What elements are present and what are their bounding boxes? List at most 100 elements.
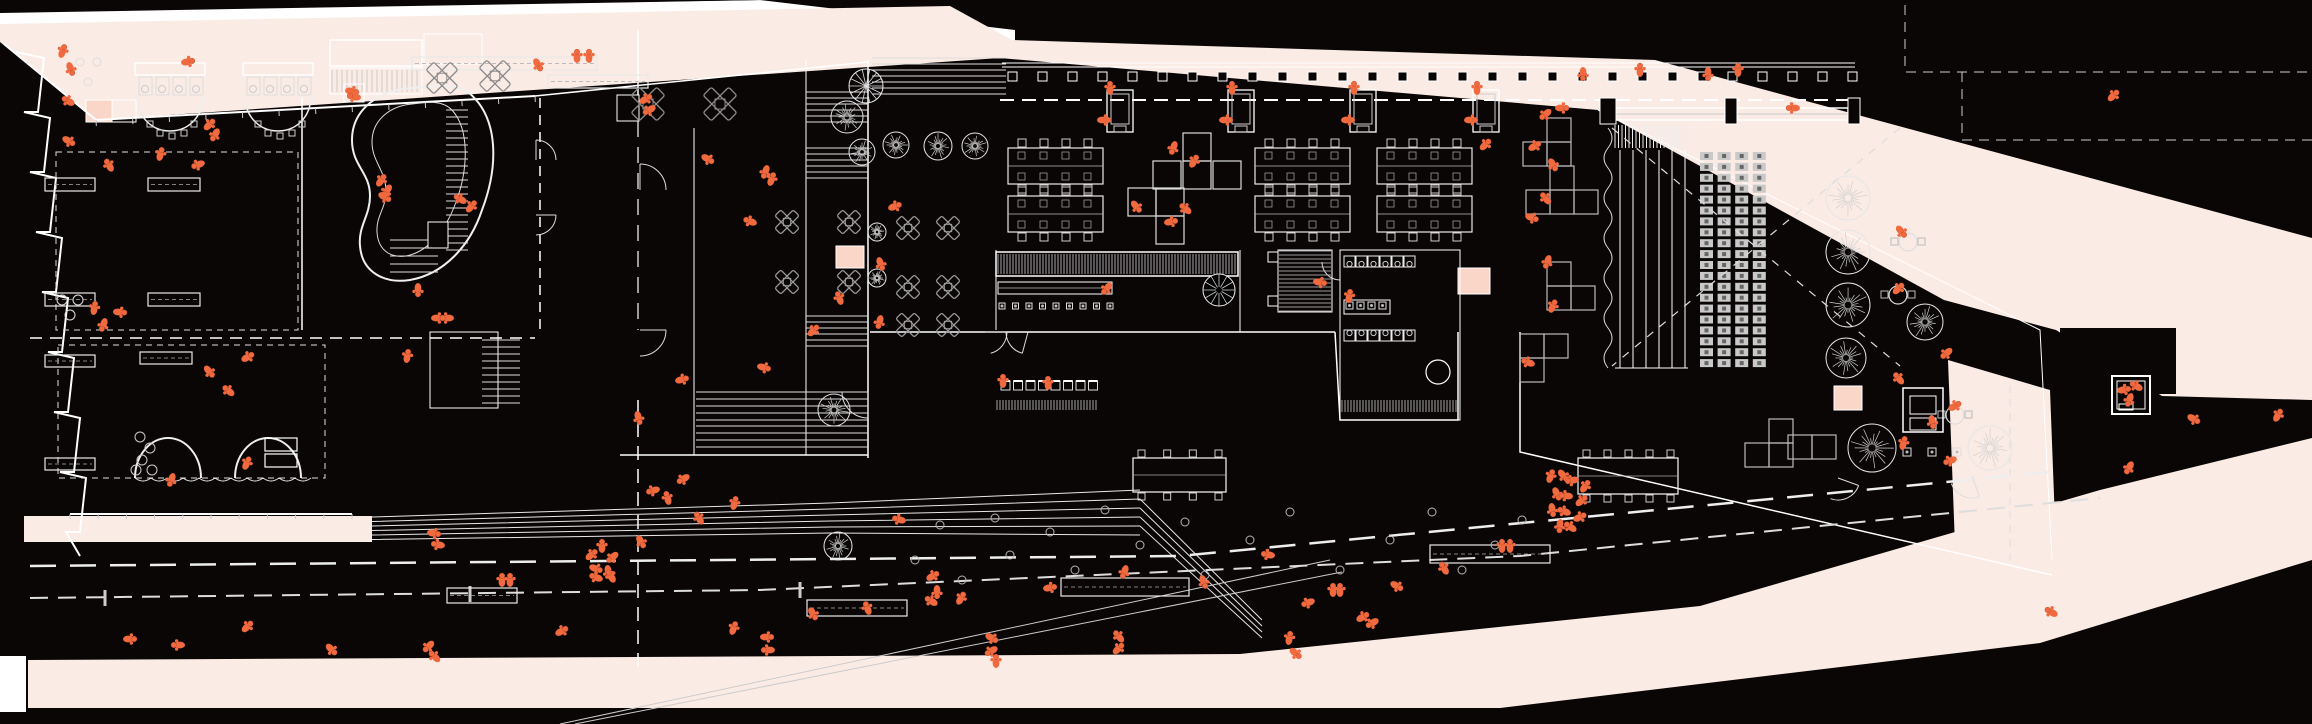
person-figure <box>693 511 704 525</box>
person-figure <box>181 55 196 68</box>
person-figure <box>165 473 177 487</box>
person-figure <box>103 158 114 172</box>
person-figure <box>57 44 69 58</box>
person-figure <box>2044 606 2058 617</box>
person-figure <box>1926 415 1939 430</box>
person-figure <box>1545 469 1557 483</box>
person-figure <box>412 283 424 298</box>
person-figure <box>1948 400 1962 411</box>
person-figure <box>807 324 820 337</box>
person-figure <box>1043 581 1058 594</box>
person-figure <box>123 633 138 645</box>
person-figure <box>113 306 128 318</box>
person-figure <box>2129 380 2143 391</box>
person-figure <box>931 585 943 600</box>
person-figure <box>1313 276 1328 289</box>
person-figure <box>1356 611 1370 622</box>
person-figure <box>1348 80 1360 95</box>
person-figure <box>209 128 220 142</box>
person-figure <box>1634 62 1646 77</box>
person-figure <box>1343 288 1356 303</box>
person-figure <box>88 300 101 315</box>
person-figure <box>924 595 938 606</box>
person-figure <box>1479 138 1492 151</box>
person-figure <box>504 572 516 587</box>
person-figure <box>428 650 441 663</box>
person-figure <box>1130 200 1142 213</box>
person-figure <box>985 633 999 644</box>
person-figure <box>496 572 508 587</box>
person-figure <box>241 351 255 362</box>
person-figure <box>1198 575 1210 589</box>
person-figure <box>808 607 819 621</box>
person-figure <box>191 159 205 171</box>
person-figure <box>203 118 216 131</box>
person-figure <box>1732 62 1744 77</box>
person-figure <box>1548 299 1559 313</box>
person-figure <box>1164 215 1179 228</box>
person-figure <box>875 257 887 271</box>
person-figure <box>1365 618 1379 629</box>
person-figure <box>422 640 435 653</box>
person-figure <box>203 365 215 378</box>
person-figure <box>1577 67 1589 82</box>
person-figure <box>1940 347 1953 359</box>
furniture <box>44 56 2151 503</box>
person-figure <box>401 348 414 363</box>
person-figure <box>427 527 442 540</box>
person-figure <box>873 315 885 329</box>
person-figure <box>1554 519 1566 534</box>
person-figure <box>1118 565 1130 579</box>
person-figure <box>1893 372 1905 385</box>
person-figure <box>1898 436 1910 450</box>
person-figure <box>1541 255 1553 269</box>
person-figure <box>646 485 660 497</box>
person-figure <box>984 646 998 657</box>
person-figure <box>596 538 608 553</box>
person-figure <box>676 474 690 485</box>
person-figure <box>1438 561 1449 575</box>
person-figure <box>583 48 595 63</box>
person-figure <box>1546 503 1559 518</box>
person-figure <box>833 291 845 305</box>
person-figure <box>743 215 757 227</box>
person-figure <box>1334 582 1346 597</box>
person-figure <box>1042 375 1054 390</box>
person-figure <box>728 621 740 635</box>
person-figure <box>378 192 392 203</box>
people <box>57 44 2284 668</box>
plaza-dots <box>910 505 1527 585</box>
person-figure <box>222 385 235 397</box>
person-figure <box>1943 455 1957 467</box>
person-figure <box>1341 114 1356 126</box>
person-figure <box>661 491 673 505</box>
person-figure <box>1575 495 1588 507</box>
person-figure <box>346 90 361 103</box>
person-figure <box>861 601 873 615</box>
person-figure <box>555 625 569 636</box>
person-figure <box>2117 383 2132 396</box>
person-figure <box>430 538 445 551</box>
person-figure <box>1283 630 1296 645</box>
person-figure <box>589 571 603 583</box>
person-figure <box>642 105 656 116</box>
person-figure <box>760 631 775 643</box>
person-figure <box>170 639 185 651</box>
person-figure <box>585 549 598 561</box>
person-figure <box>766 172 778 186</box>
person-figure <box>633 411 645 425</box>
person-figure <box>155 147 167 161</box>
person-figure <box>2123 393 2135 407</box>
person-figure <box>606 551 619 563</box>
person-figure <box>675 373 689 385</box>
person-figure <box>2123 461 2134 475</box>
person-figure <box>1539 108 1552 120</box>
person-figure <box>701 154 715 165</box>
person-figure <box>729 496 741 510</box>
person-figure <box>2273 408 2284 422</box>
person-figure <box>1548 158 1559 172</box>
person-figure <box>453 193 467 204</box>
person-figure <box>439 312 454 324</box>
person-figure <box>888 200 902 212</box>
person-figure <box>1528 140 1542 151</box>
